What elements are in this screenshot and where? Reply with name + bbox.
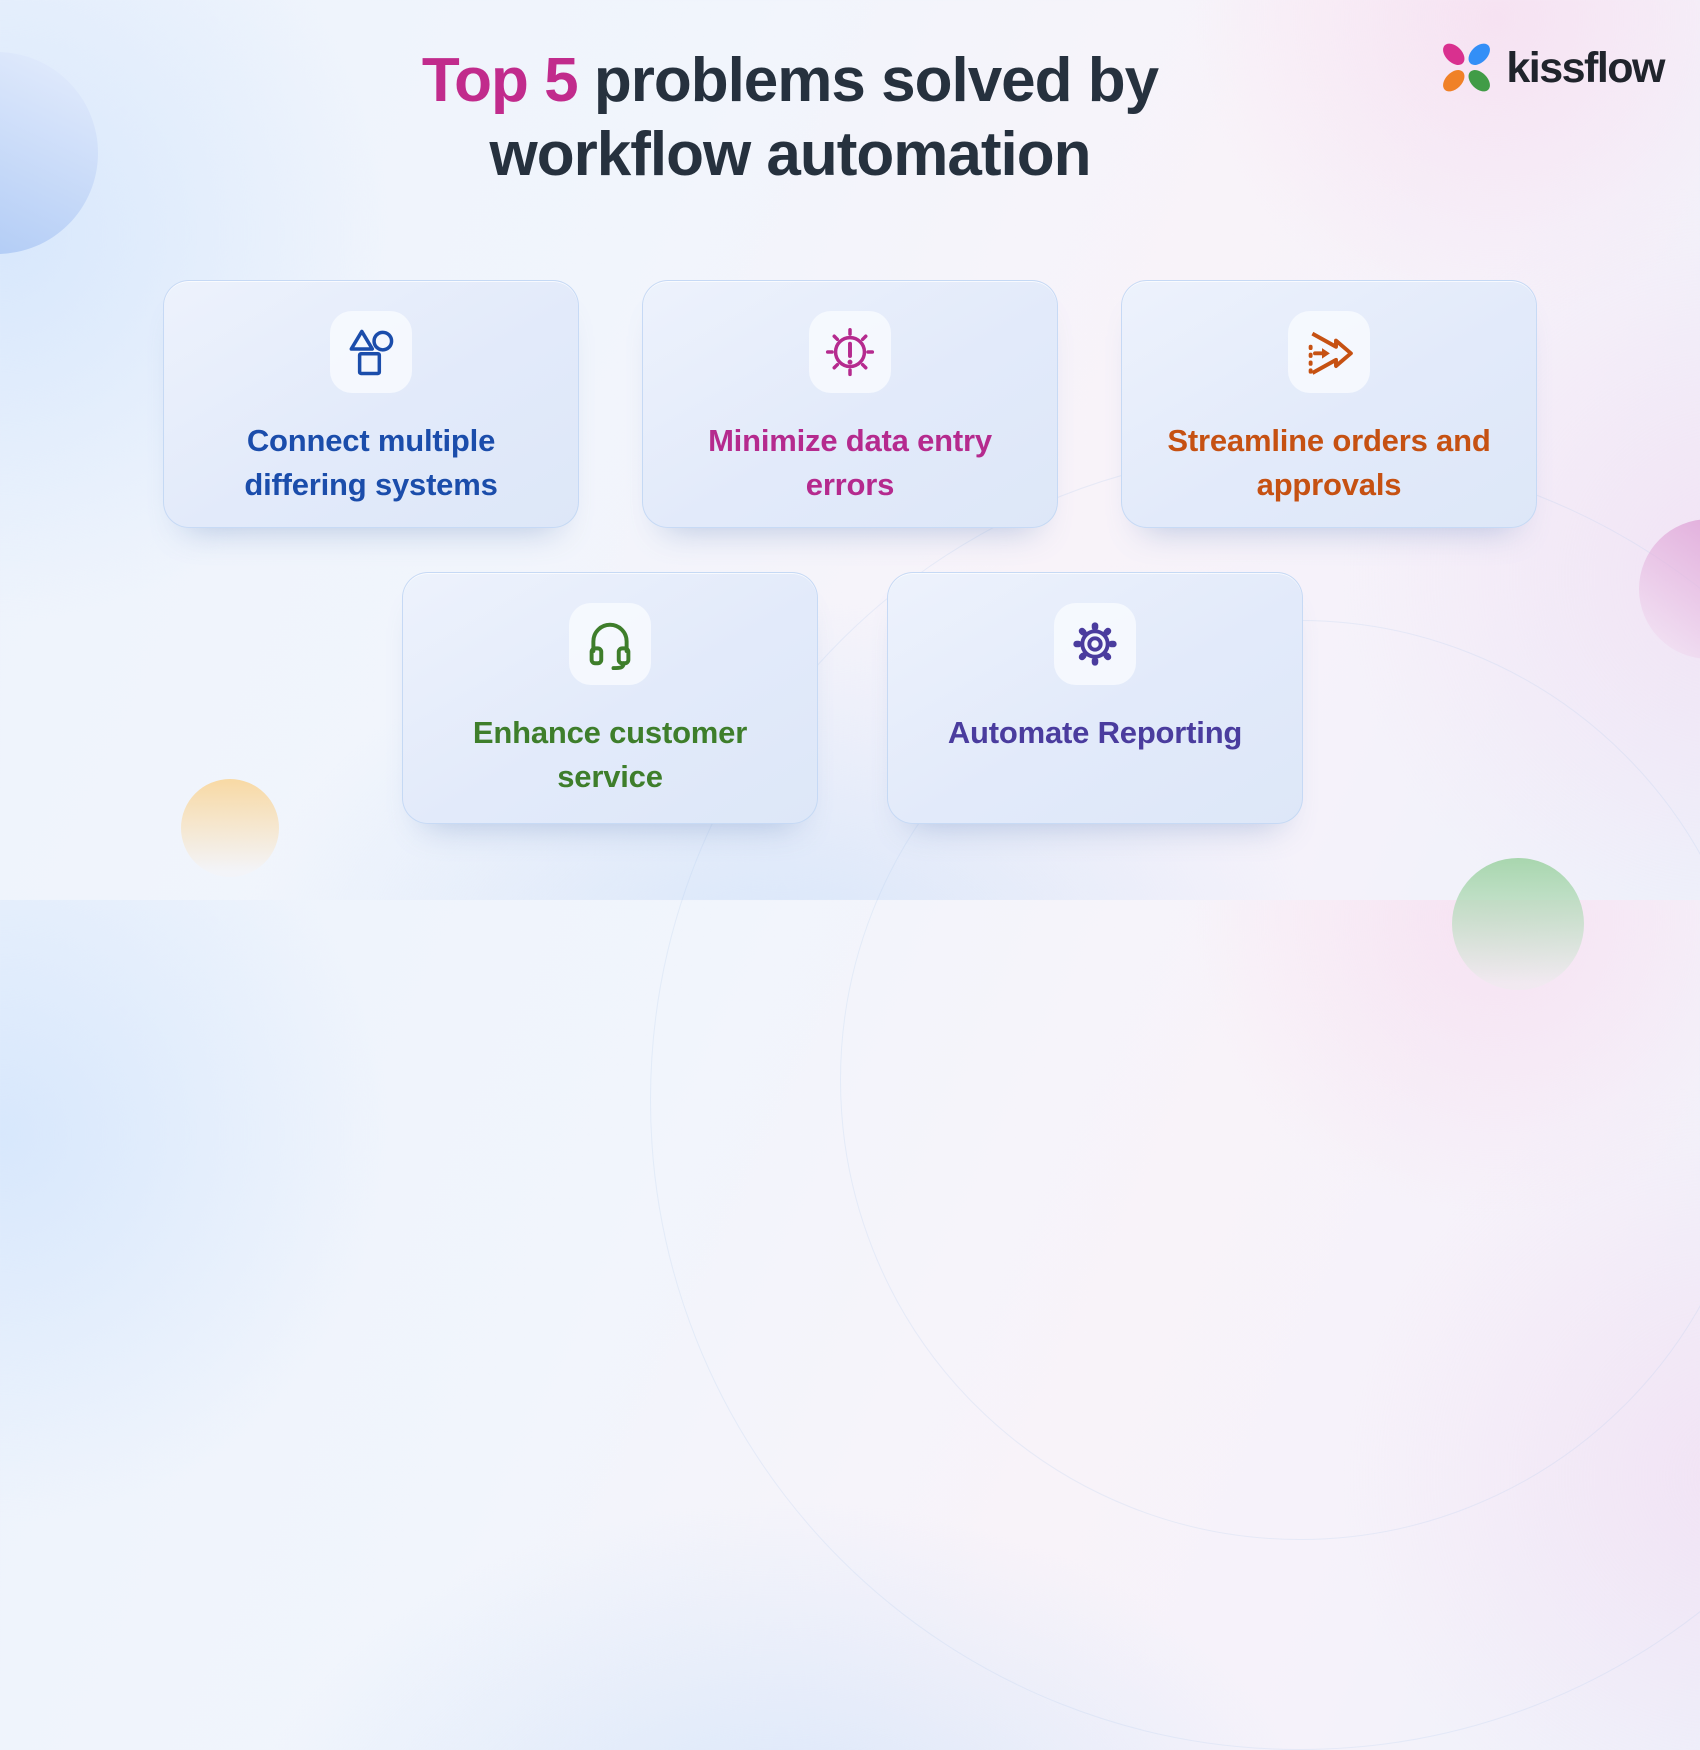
card-icon-tile [1288,311,1370,393]
card-icon-tile [330,311,412,393]
card-label-line2: approvals [1256,467,1402,502]
shapes-icon [343,324,399,380]
forward-arrow-icon [1301,324,1357,380]
decorative-blob-green [1452,858,1584,990]
title-highlight: Top 5 [421,46,579,115]
card-icon-tile [569,603,651,685]
card-automate-reporting: Automate Reporting [887,572,1303,824]
card-label-line1: Enhance customer [472,715,748,750]
card-label-line1: Automate Reporting [947,715,1243,750]
card-label: Automate Reporting [947,711,1243,755]
alert-gear-icon [822,324,878,380]
card-label-line1: Connect multiple [246,423,496,458]
card-icon-tile [809,311,891,393]
headset-icon [582,616,638,672]
card-minimize-errors: Minimize data entry errors [642,280,1058,528]
title-line2: workflow automation [489,120,1092,189]
logo-wordmark: kissflow [1506,43,1665,92]
card-connect-systems: Connect multiple differing systems [163,280,579,528]
card-label-line2: service [557,759,663,794]
card-label-line1: Streamline orders and [1167,423,1491,458]
gear-icon [1067,616,1123,672]
kissflow-petals-icon [1439,40,1494,100]
kissflow-logo: kissflow [1439,40,1665,100]
card-label-line1: Minimize data entry [708,423,992,458]
card-streamline-orders: Streamline orders and approvals [1121,280,1537,528]
card-label: Connect multiple differing systems [244,419,497,507]
card-label-line2: errors [805,467,895,502]
card-icon-tile [1054,603,1136,685]
decorative-blob-orange [181,779,279,877]
card-label: Streamline orders and approvals [1167,419,1490,507]
page-title: Top 5 problems solved by workflow automa… [0,44,1580,192]
card-label-line2: differing systems [244,467,498,502]
title-rest: problems solved by [577,46,1159,115]
card-customer-service: Enhance customer service [402,572,818,824]
card-label: Enhance customer service [473,711,747,799]
card-label: Minimize data entry errors [708,419,992,507]
